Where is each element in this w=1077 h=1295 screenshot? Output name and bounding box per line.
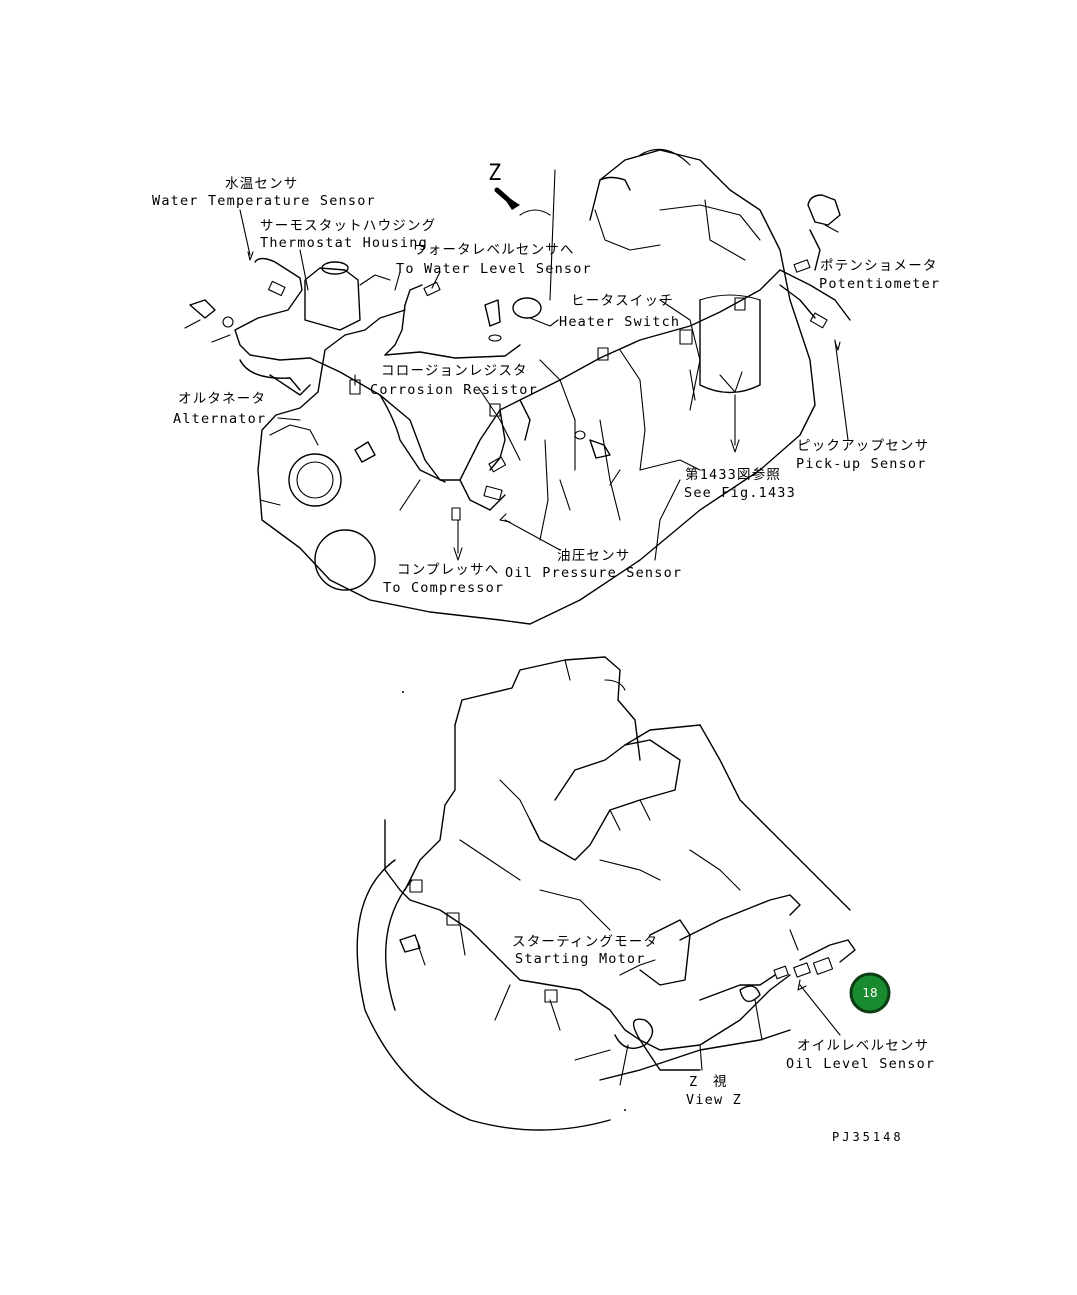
lower-engine-drawing [356,656,856,1131]
part-callout-badge[interactable]: 18 [849,972,891,1014]
heater-switch-label-jp: ヒータスイッチ [571,293,674,309]
thermostat-label-en: Thermostat Housing [260,235,428,251]
water-level-label-en: To Water Level Sensor [396,261,592,277]
starting-motor-label-jp: スターティングモータ [512,934,658,950]
corrosion-label-en: Corrosion Resistor [370,382,538,398]
view-z-marker: Z [488,161,502,186]
water-level-label-jp: ウォータレベルセンサへ [413,242,575,258]
upper-engine-drawing [184,148,851,625]
view-z-label-en: View Z [686,1092,742,1108]
alternator-label-en: Alternator [173,411,266,427]
thermostat-label-jp: サーモスタットハウジング [260,218,436,234]
oil-pressure-label-jp: 油圧センサ [557,548,631,564]
starting-motor-label-en: Starting Motor [515,951,646,967]
water-temp-label-jp: 水温センサ [225,176,299,192]
part-callout-number: 18 [862,986,877,1000]
heater-switch-label-en: Heater Switch [559,314,680,330]
drawing-code: PJ35148 [832,1130,904,1144]
see-fig-label-jp: 第1433図参照 [685,466,781,483]
oil-level-label-en: Oil Level Sensor [786,1056,935,1072]
see-fig-label-en: See Fig.1433 [684,485,796,501]
pickup-label-en: Pick-up Sensor [796,456,927,472]
view-z-label-jp: Z 視 [689,1074,728,1090]
alternator-label-jp: オルタネータ [178,391,266,407]
potentiometer-label-jp: ポテンショメータ [820,258,938,274]
corrosion-label-jp: コロージョンレジスタ [381,363,528,379]
oil-pressure-label-en: Oil Pressure Sensor [505,565,682,581]
compressor-label-en: To Compressor [383,580,504,596]
pickup-label-jp: ピックアップセンサ [797,438,929,454]
oil-level-label-jp: オイルレベルセンサ [797,1038,929,1054]
potentiometer-label-en: Potentiometer [819,276,940,292]
water-temp-label-en: Water Temperature Sensor [152,193,376,209]
compressor-label-jp: コンプレッサへ [397,562,500,578]
